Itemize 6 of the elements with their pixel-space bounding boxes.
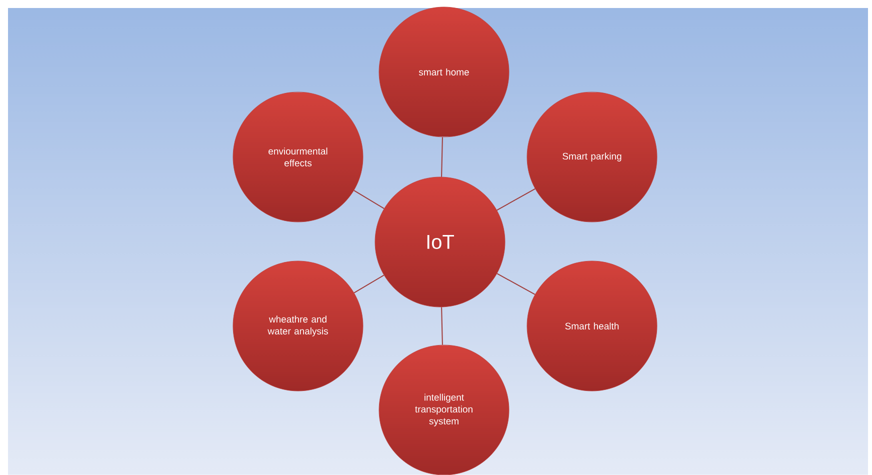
connector-line bbox=[441, 136, 443, 178]
connector-line bbox=[353, 190, 385, 210]
connector-line bbox=[354, 274, 384, 294]
connector-line bbox=[496, 273, 536, 295]
connector-line bbox=[496, 188, 536, 211]
connector-line bbox=[441, 306, 443, 346]
